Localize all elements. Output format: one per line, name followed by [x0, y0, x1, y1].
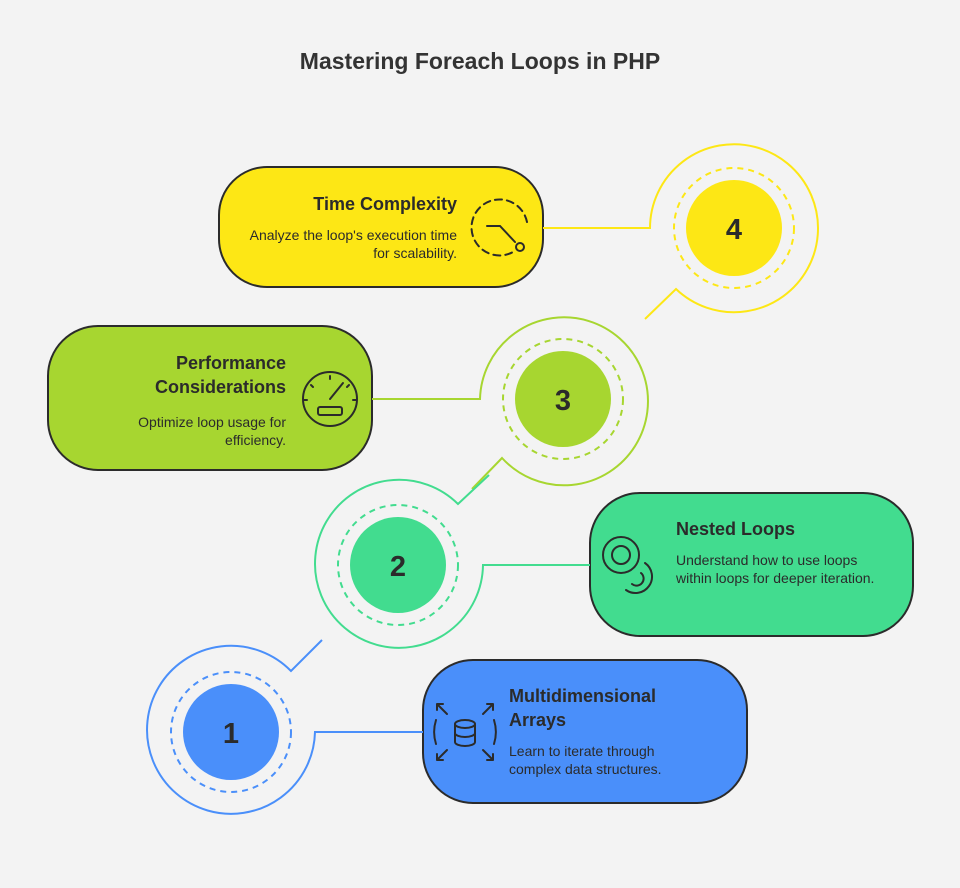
step-2: 2 [314, 474, 914, 649]
step-4-text: Time Complexity Analyze the loop's execu… [245, 192, 457, 262]
step-2-connector [314, 474, 590, 649]
step-2-number-circle [350, 517, 446, 613]
step-3: 3 [47, 316, 649, 490]
diagram-title: Mastering Foreach Loops in PHP [299, 48, 661, 74]
timer-icon [470, 198, 528, 257]
step-2-number: 2 [390, 551, 406, 583]
step-4-dashed-ring [673, 167, 795, 289]
step-2-dashed-ring [337, 504, 459, 626]
step-3-description: Optimize loop usage for efficiency. [138, 414, 286, 448]
step-3-connector [372, 316, 649, 490]
step-1-text: Multidimensional Arrays Learn to iterate… [509, 684, 699, 778]
speedometer-icon [302, 371, 358, 427]
step-1-description: Learn to iterate through complex data st… [509, 743, 662, 777]
step-4-description: Analyze the loop's execution time for sc… [249, 227, 457, 261]
step-3-text: Performance Considerations Optimize loop… [100, 351, 286, 449]
step-1-number: 1 [223, 718, 239, 750]
step-1-number-circle [183, 684, 279, 780]
step-3-title: Performance Considerations [154, 353, 286, 397]
nested-circles-icon [602, 536, 654, 595]
step-4: 4 [218, 143, 819, 320]
database-expand-icon [433, 703, 497, 761]
step-1-dashed-ring [170, 671, 292, 793]
step-2-title: Nested Loops [676, 519, 796, 539]
step-4-number: 4 [726, 214, 742, 246]
step-2-text: Nested Loops Understand how to use loops… [676, 517, 888, 587]
step-3-number: 3 [555, 385, 571, 417]
step-4-connector [543, 143, 819, 320]
step-3-number-circle [515, 351, 611, 447]
step-2-description: Understand how to use loops within loops… [676, 552, 875, 586]
step-3-dashed-ring [502, 338, 624, 460]
step-4-number-circle [686, 180, 782, 276]
step-4-title: Time Complexity [313, 194, 457, 214]
step-1-connector [146, 639, 423, 815]
step-1-title: Multidimensional Arrays [509, 686, 657, 730]
step-1: 1 [146, 639, 748, 815]
